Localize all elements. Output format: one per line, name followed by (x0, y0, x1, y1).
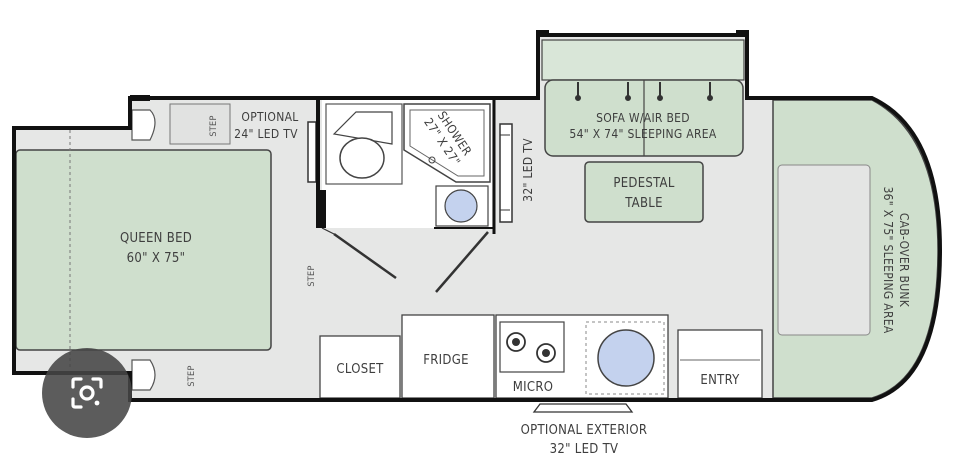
tv-bracket (500, 134, 510, 211)
label-fridge: FRIDGE (423, 353, 469, 368)
label-entry: ENTRY (700, 373, 740, 388)
shower-inner (409, 109, 485, 177)
label-step-top: STEP (209, 115, 219, 136)
kitchen-sink-icon (597, 329, 655, 387)
nightstand-top (131, 109, 156, 141)
label-queen-bed: QUEEN BED (120, 231, 192, 246)
label-table: TABLE (624, 196, 663, 211)
cab-seat-area (777, 164, 871, 336)
label-exterior-tv-1: OPTIONAL EXTERIOR (521, 423, 648, 438)
wardrobe-top (169, 103, 231, 145)
nightstand-bottom (131, 359, 156, 391)
image-search-button[interactable] (42, 348, 132, 438)
label-sofa-2: 54" X 74" SLEEPING AREA (569, 127, 716, 141)
label-optional-tv-2: 24" LED TV (234, 127, 298, 141)
label-queen-bed-size: 60" X 75" (127, 251, 186, 266)
exterior-tv (532, 403, 634, 413)
camera-lens-icon (71, 377, 103, 409)
label-closet: CLOSET (336, 362, 384, 377)
sink-icon (444, 189, 478, 223)
label-cab-over-1: CAB-OVER BUNK (897, 213, 911, 308)
label-exterior-tv-2: 32" LED TV (550, 442, 619, 457)
shower-drain-icon (428, 156, 436, 164)
burner-1-inner (512, 338, 520, 346)
toilet-bowl (339, 137, 385, 179)
fridge (401, 314, 495, 399)
label-32-led-tv: 32" LED TV (521, 138, 535, 202)
label-step-bottom: STEP (187, 365, 197, 386)
bath-door-right (435, 231, 489, 293)
bedroom-tv (307, 121, 317, 183)
label-optional-tv-1: OPTIONAL (241, 110, 298, 124)
label-sofa-1: SOFA W/AIR BED (596, 111, 690, 125)
closet (319, 335, 401, 399)
sofa-slideout (541, 39, 745, 81)
door-swing-1 (321, 227, 335, 235)
label-pedestal: PEDESTAL (613, 176, 674, 191)
exterior-wall (12, 33, 943, 402)
label-cab-over-2: 36" X 75" SLEEPING AREA (881, 186, 895, 333)
entry-box (677, 329, 763, 399)
sofa-seatbelts (575, 82, 713, 101)
label-micro: MICRO (513, 380, 554, 395)
bath-door-left (333, 232, 397, 280)
shower-stall (403, 103, 491, 183)
queen-bed (15, 149, 272, 351)
sink-basin (585, 321, 665, 395)
burner-2-inner (542, 349, 550, 357)
label-step-middle: STEP (307, 265, 317, 286)
living-tv (499, 123, 513, 223)
pedestal-table (584, 161, 704, 223)
